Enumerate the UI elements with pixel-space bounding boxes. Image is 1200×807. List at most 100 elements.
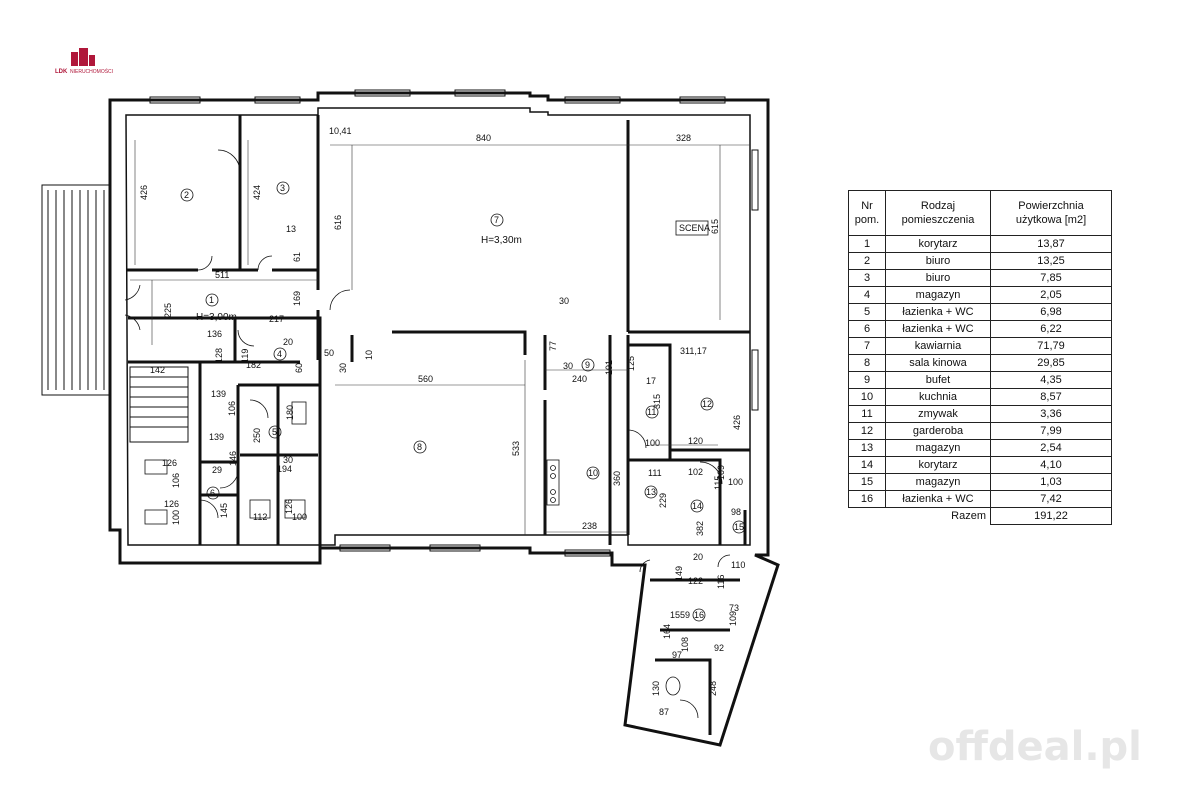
room-number-14: 14 bbox=[692, 501, 702, 511]
dim-250: 250 bbox=[252, 428, 262, 443]
cell-number: 4 bbox=[848, 286, 886, 304]
entrance-stairs bbox=[41, 184, 111, 396]
dim-225: 225 bbox=[163, 303, 173, 318]
dim-360: 360 bbox=[612, 471, 622, 486]
dim-382: 382 bbox=[695, 521, 705, 536]
dimension-lines bbox=[130, 140, 750, 535]
total-label: Razem bbox=[951, 510, 986, 523]
dim-98: 98 bbox=[731, 507, 741, 517]
header-room-type: Rodzaj pomieszczenia bbox=[885, 190, 991, 236]
dim-111: 111 bbox=[648, 468, 662, 478]
dim-77: 77 bbox=[548, 341, 558, 351]
dim-139b: 139 bbox=[209, 432, 224, 442]
dim-61: 61 bbox=[292, 252, 302, 262]
dim-73: 73 bbox=[729, 603, 739, 613]
cell-type: korytarz bbox=[885, 235, 991, 253]
cell-type: korytarz bbox=[885, 456, 991, 474]
cell-area: 4,35 bbox=[990, 371, 1112, 389]
room-number-10: 10 bbox=[588, 468, 598, 478]
room-number-1: 1 bbox=[209, 295, 214, 305]
inner-stairs bbox=[129, 366, 189, 443]
cell-number: 15 bbox=[848, 473, 886, 491]
dim-169: 169 bbox=[292, 291, 302, 306]
cell-area: 3,36 bbox=[990, 405, 1112, 423]
room-number-8: 8 bbox=[417, 442, 422, 452]
cell-area: 13,87 bbox=[990, 235, 1112, 253]
cell-area: 4,10 bbox=[990, 456, 1112, 474]
dim-217: 217 bbox=[269, 314, 284, 324]
cell-number: 11 bbox=[848, 405, 886, 423]
cell-number: 3 bbox=[848, 269, 886, 287]
cell-number: 10 bbox=[848, 388, 886, 406]
dim-92: 92 bbox=[714, 643, 724, 653]
dim-328: 328 bbox=[676, 133, 691, 143]
cell-number: 6 bbox=[848, 320, 886, 338]
area-table-header: Nr pom. Rodzaj pomieszczenia Powierzchni… bbox=[848, 190, 1112, 236]
dim-128: 128 bbox=[214, 348, 224, 363]
total-value: 191,22 bbox=[990, 507, 1112, 525]
dim-180: 180 bbox=[285, 405, 295, 420]
room-numbers bbox=[180, 181, 746, 622]
dim-112: 112 bbox=[253, 512, 267, 522]
dim-240: 240 bbox=[572, 374, 587, 384]
room-number-13: 13 bbox=[646, 487, 656, 497]
room-number-16: 16 bbox=[694, 610, 704, 620]
dim-146: 146 bbox=[228, 451, 238, 466]
room-number-7: 7 bbox=[494, 215, 499, 225]
room-number-6: 6 bbox=[210, 488, 215, 498]
cell-type: łazienka + WC bbox=[885, 303, 991, 321]
dim-426a: 426 bbox=[139, 185, 149, 200]
dim-533: 533 bbox=[511, 441, 521, 456]
room1-height: H=3,00m bbox=[196, 312, 237, 323]
dim-840: 840 bbox=[476, 133, 491, 143]
cell-type: kawiarnia bbox=[885, 337, 991, 355]
area-table: Nr pom. Rodzaj pomieszczenia Powierzchni… bbox=[848, 190, 1112, 525]
cell-area: 1,03 bbox=[990, 473, 1112, 491]
cell-type: łazienka + WC bbox=[885, 320, 991, 338]
dim-100d: 100 bbox=[292, 512, 307, 522]
dim-20a: 20 bbox=[283, 337, 293, 347]
header-area: Powierzchnia użytkowa [m2] bbox=[990, 190, 1112, 236]
exterior-walls bbox=[108, 91, 780, 747]
dim-119: 119 bbox=[240, 349, 250, 363]
dim-110: 110 bbox=[731, 560, 745, 570]
watermark: offdeal.pl bbox=[928, 724, 1142, 770]
dim-616: 616 bbox=[333, 215, 343, 230]
dim-60: 60 bbox=[294, 363, 304, 373]
cell-type: bufet bbox=[885, 371, 991, 389]
dim-100c: 100 bbox=[171, 510, 181, 525]
room-number-2: 2 bbox=[184, 190, 189, 200]
dim-145: 145 bbox=[219, 503, 229, 518]
dimension-labels: 840 328 10,41 426 424 616 615 13 61 511 … bbox=[139, 126, 745, 717]
room-number-11: 11 bbox=[647, 407, 656, 417]
room7-height: H=3,30m bbox=[481, 235, 522, 246]
dim-229: 229 bbox=[658, 493, 668, 508]
cell-number: 1 bbox=[848, 235, 886, 253]
dim-116: 116 bbox=[716, 575, 726, 589]
dim-125: 125 bbox=[626, 356, 636, 371]
dim-108: 108 bbox=[680, 637, 690, 652]
cell-type: biuro bbox=[885, 269, 991, 287]
cell-type: magazyn bbox=[885, 473, 991, 491]
dim-142: 142 bbox=[150, 365, 165, 375]
dim-182: 182 bbox=[246, 360, 261, 370]
cell-area: 29,85 bbox=[990, 354, 1112, 372]
cell-area: 2,54 bbox=[990, 439, 1112, 457]
dim-191: 191 bbox=[604, 360, 614, 375]
cell-area: 71,79 bbox=[990, 337, 1112, 355]
room-number-4: 4 bbox=[277, 349, 282, 359]
cell-number: 7 bbox=[848, 337, 886, 355]
dim-126b: 126 bbox=[164, 499, 179, 509]
dim-120: 120 bbox=[688, 436, 703, 446]
room-number-12: 12 bbox=[702, 399, 712, 409]
bathroom-fixtures bbox=[144, 401, 681, 696]
dim-10: 10 bbox=[364, 350, 374, 360]
dim-100a: 100 bbox=[645, 438, 660, 448]
